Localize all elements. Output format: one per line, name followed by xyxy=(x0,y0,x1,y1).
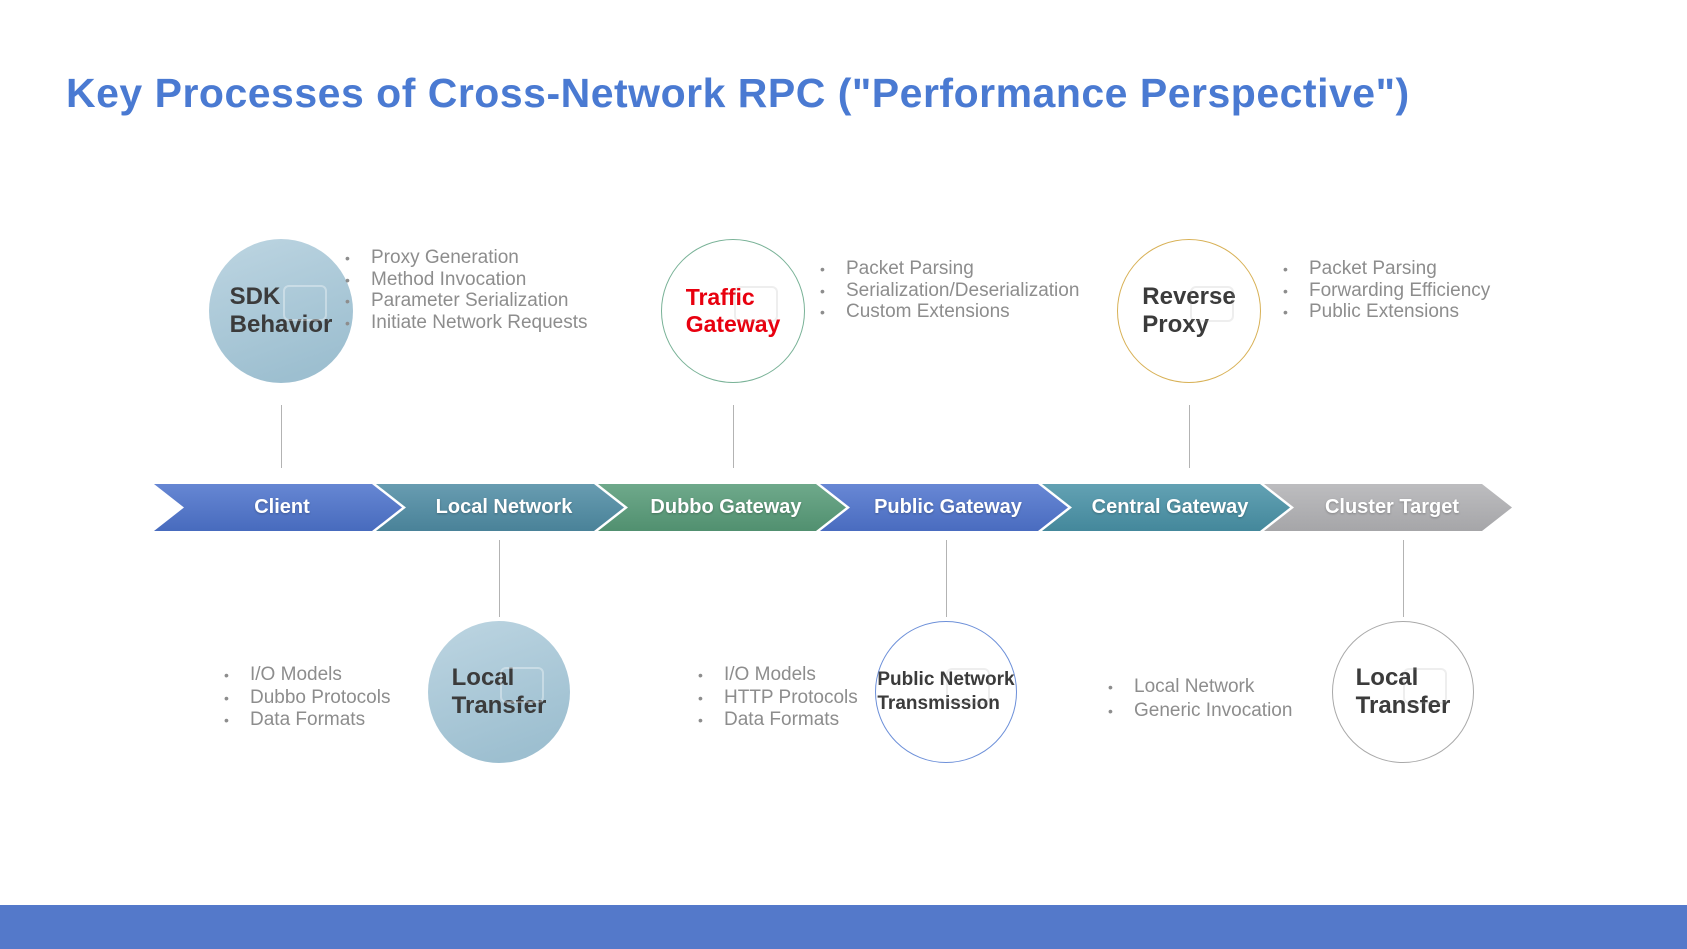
public-network-bullet-list: •I/O Models •HTTP Protocols •Data Format… xyxy=(698,664,858,732)
flow-step-cluster-target: Cluster Target xyxy=(1264,484,1512,531)
connector-sdk-to-client xyxy=(281,405,282,468)
list-item: •Custom Extensions xyxy=(820,301,1010,322)
reverse-proxy-bullet-list: •Packet Parsing •Forwarding Efficiency •… xyxy=(1283,258,1490,323)
node-ltr-label-line2: Transfer xyxy=(1355,692,1451,719)
list-item: •Generic Invocation xyxy=(1108,700,1293,721)
flow-step-central-gateway: Central Gateway xyxy=(1042,484,1290,531)
node-sdk-label-line1: SDK xyxy=(229,282,281,310)
connector-reverse-to-central xyxy=(1189,405,1190,468)
node-ltl-label-line2: Transfer xyxy=(451,692,547,719)
bullet-icon: • xyxy=(224,712,229,728)
bullet-icon: • xyxy=(1108,679,1113,695)
bullet-icon: • xyxy=(345,271,350,288)
node-traffic-label-line2: Gateway xyxy=(685,311,781,337)
node-traffic-gateway: Traffic Gateway xyxy=(661,239,805,383)
node-reverse-label-line1: Reverse xyxy=(1142,282,1236,310)
bullet-icon: • xyxy=(1283,304,1288,320)
node-sdk-label-line2: Behavior xyxy=(229,311,333,338)
bullet-icon: • xyxy=(345,293,350,309)
list-item: •Forwarding Efficiency xyxy=(1283,279,1491,301)
list-item: •Data Formats xyxy=(698,709,840,730)
node-ltr-label-line1: Local xyxy=(1355,663,1419,691)
flow-step-local-network: Local Network xyxy=(376,484,624,531)
bullet-icon: • xyxy=(820,304,825,320)
node-local-transfer-left: Local Transfer xyxy=(428,621,570,763)
connector-localnetwork-to-transfer xyxy=(499,540,500,617)
list-item: •Packet Parsing xyxy=(1283,258,1437,279)
node-public-network-transmission: Public Network Transmission xyxy=(875,621,1017,763)
node-local-transfer-right: Local Transfer xyxy=(1332,621,1474,763)
bullet-icon: • xyxy=(1108,703,1113,719)
list-item: •Dubbo Protocols xyxy=(224,686,391,708)
list-item: •Method Invocation xyxy=(345,268,527,290)
list-item: •HTTP Protocols xyxy=(698,686,858,708)
list-item: •Parameter Serialization xyxy=(345,290,569,311)
list-item: •Data Formats xyxy=(224,709,366,730)
bullet-icon: • xyxy=(224,667,229,683)
process-flow: Client Local Network Dubbo Gateway Publi… xyxy=(154,484,1524,531)
list-item: •I/O Models xyxy=(224,664,342,685)
traffic-gateway-bullet-list: •Packet Parsing •Serialization/Deseriali… xyxy=(820,258,1079,323)
node-ltl-label-line1: Local xyxy=(451,663,515,691)
bullet-icon: • xyxy=(698,667,703,683)
sdk-behavior-bullet-list: •Proxy Generation •Method Invocation •Pa… xyxy=(345,247,588,333)
connector-clustertarget-to-transfer xyxy=(1403,540,1404,617)
slide-title: Key Processes of Cross-Network RPC ("Per… xyxy=(66,70,1410,116)
bullet-icon: • xyxy=(1283,261,1288,277)
node-reverse-label-line2: Proxy xyxy=(1142,311,1209,338)
bullet-icon: • xyxy=(224,689,229,706)
local-transfer-right-bullet-list: •Local Network •Generic Invocation xyxy=(1108,676,1292,724)
flow-step-public-gateway: Public Gateway xyxy=(820,484,1068,531)
list-item: •Public Extensions xyxy=(1283,301,1459,322)
bullet-icon: • xyxy=(698,689,703,706)
footer-bar xyxy=(0,905,1687,949)
local-transfer-left-bullet-list: •I/O Models •Dubbo Protocols •Data Forma… xyxy=(224,664,390,732)
node-pnt-label-line1: Public Network xyxy=(877,669,1015,691)
bullet-icon: • xyxy=(698,712,703,728)
bullet-icon: • xyxy=(345,314,350,331)
node-reverse-proxy: Reverse Proxy xyxy=(1117,239,1261,383)
bullet-icon: • xyxy=(345,250,350,266)
flow-step-dubbo-gateway: Dubbo Gateway xyxy=(598,484,846,531)
bullet-icon: • xyxy=(820,261,825,277)
list-item: •I/O Models xyxy=(698,664,816,685)
connector-publicgateway-to-transmission xyxy=(946,540,947,617)
connector-traffic-to-dubbo xyxy=(733,405,734,468)
list-item: •Proxy Generation xyxy=(345,247,519,268)
list-item: •Local Network xyxy=(1108,676,1255,697)
node-traffic-label-line1: Traffic xyxy=(685,283,755,310)
node-pnt-label-line2: Transmission xyxy=(877,693,1000,714)
flow-step-client: Client xyxy=(154,484,402,531)
bullet-icon: • xyxy=(820,282,825,299)
bullet-icon: • xyxy=(1283,282,1288,299)
list-item: •Initiate Network Requests xyxy=(345,311,588,333)
node-sdk-behavior: SDK Behavior xyxy=(209,239,353,383)
list-item: •Packet Parsing xyxy=(820,258,974,279)
list-item: •Serialization/Deserialization xyxy=(820,279,1080,301)
